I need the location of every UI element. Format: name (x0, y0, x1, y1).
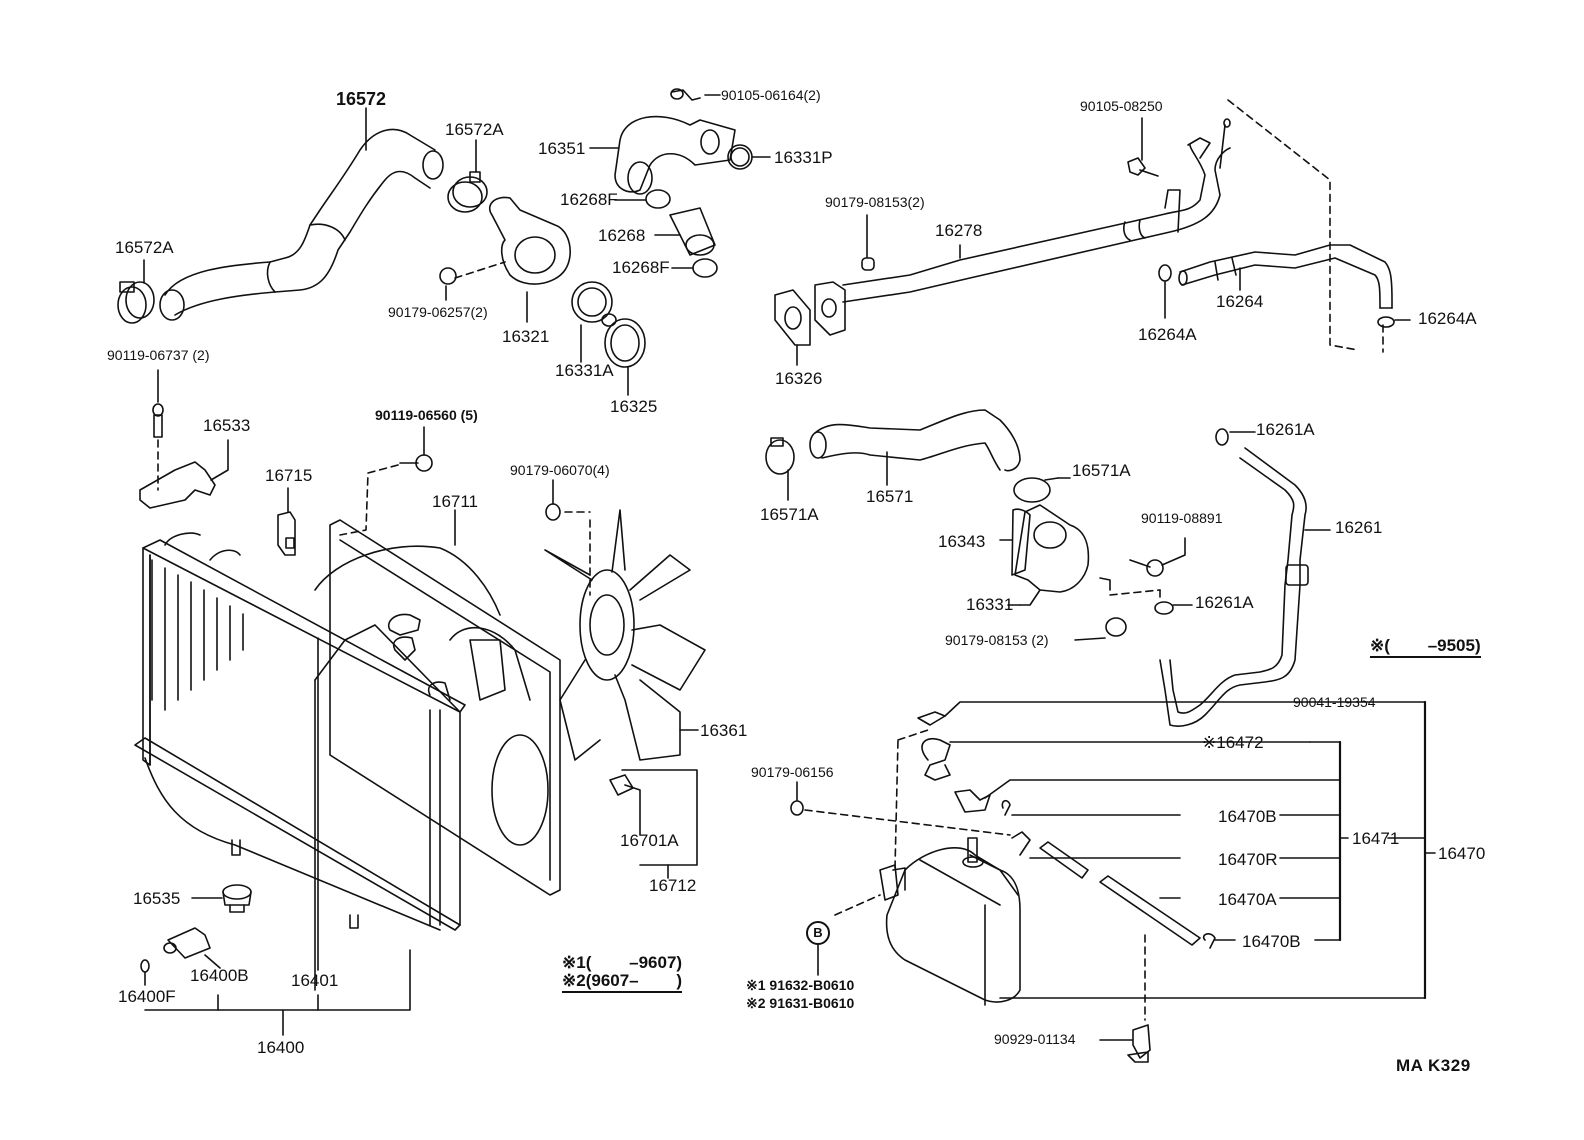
drain-plug-16535 (191, 884, 252, 913)
part-label-16268[interactable]: 16268 (598, 226, 646, 245)
part-label-90119-08891[interactable]: 90119-08891 (1141, 510, 1223, 526)
water-hose-16264 (1158, 244, 1411, 328)
part-label-16470R[interactable]: 16470R (1218, 850, 1278, 869)
part-label-16572[interactable]: 16572 (336, 89, 387, 109)
part-label-16261A-top[interactable]: 16261A (1256, 420, 1315, 439)
part-label-16711[interactable]: 16711 (432, 492, 479, 511)
applicability-note-9505: ※( –9505) (1370, 637, 1481, 658)
part-label-16331A[interactable]: 16331A (555, 361, 614, 380)
hose-clamp-16571A-right (1013, 477, 1071, 503)
part-label-90179-06156[interactable]: 90179-06156 (751, 764, 834, 780)
part-label-16351[interactable]: 16351 (538, 139, 586, 158)
radiator-16401 (134, 532, 466, 991)
part-label-90179-06070[interactable]: 90179-06070(4) (510, 462, 610, 478)
gasket-16325 (604, 318, 646, 396)
radiator-support-16533 (139, 369, 229, 509)
part-label-16325[interactable]: 16325 (610, 397, 658, 416)
part-label-90119-06737[interactable]: 90119-06737 (2) (107, 347, 210, 363)
part-label-90929-01134[interactable]: 90929-01134 (994, 1031, 1076, 1047)
radiator-core-fins (151, 559, 244, 711)
water-outlet-16343-16331 (999, 504, 1161, 641)
part-label-16268F-top[interactable]: 16268F (560, 190, 618, 209)
part-label-90179-06257[interactable]: 90179-06257(2) (388, 304, 488, 320)
part-label-16321[interactable]: 16321 (502, 327, 550, 346)
water-bypass-pipe-16278 (774, 117, 1231, 366)
part-label-16326[interactable]: 16326 (775, 369, 823, 388)
part-label-16571A-left[interactable]: 16571A (760, 505, 819, 524)
part-label-16331P[interactable]: 16331P (774, 148, 833, 167)
part-label-16471[interactable]: 16471 (1352, 829, 1400, 848)
part-label-16401[interactable]: 16401 (291, 971, 339, 990)
part-label-16472[interactable]: ※16472 (1202, 733, 1264, 752)
hose-clamp-16571A-left (765, 437, 795, 501)
part-label-91632-B0610[interactable]: ※1 91632-B0610 (746, 977, 855, 993)
part-label-16278[interactable]: 16278 (935, 221, 983, 240)
part-label-16470B-top[interactable]: 16470B (1218, 807, 1277, 826)
part-label-90105-06164[interactable]: 90105-06164(2) (721, 87, 821, 103)
hose-clamp-16572A-top (447, 139, 488, 213)
part-label-16572A-top[interactable]: 16572A (445, 120, 504, 139)
thermostat-16331A (571, 281, 617, 363)
part-label-16571[interactable]: 16571 (866, 487, 914, 506)
diagram-code: MA K329 (1396, 1056, 1471, 1075)
part-label-91631-B0610[interactable]: ※2 91631-B0610 (746, 995, 855, 1011)
part-label-16571A-right[interactable]: 16571A (1072, 461, 1131, 480)
radiator-hose-16571 (809, 409, 1021, 486)
upper-radiator-hose-16572 (159, 107, 444, 321)
part-label-16470A[interactable]: 16470A (1218, 890, 1277, 909)
water-outlet-16321 (439, 196, 571, 323)
part-label-16712[interactable]: 16712 (649, 876, 697, 895)
fan-16361 (544, 479, 706, 879)
part-label-16470[interactable]: 16470 (1438, 844, 1486, 863)
applicability-note-1: ※1( –9607) (562, 953, 683, 972)
part-label-90119-06560[interactable]: 90119-06560 (5) (375, 407, 478, 423)
part-label-90105-08250[interactable]: 90105-08250 (1080, 98, 1163, 114)
part-label-16264A-right[interactable]: 16264A (1418, 309, 1477, 328)
part-label-16715[interactable]: 16715 (265, 466, 313, 485)
part-label-16400[interactable]: 16400 (257, 1038, 305, 1057)
bracket-16400 (144, 637, 411, 1036)
part-label-90179-08153-mid[interactable]: 90179-08153 (2) (945, 632, 1049, 648)
part-label-16701A[interactable]: 16701A (620, 831, 679, 850)
gasket-16268F-top (614, 189, 671, 209)
reserve-tank-16471 (790, 700, 1436, 1021)
dashed-leader-16264 (1227, 99, 1384, 353)
part-label-16264A-left[interactable]: 16264A (1138, 325, 1197, 344)
part-label-16264[interactable]: 16264 (1216, 292, 1264, 311)
part-label-16400B[interactable]: 16400B (190, 966, 249, 985)
part-label-16470B-bottom[interactable]: 16470B (1242, 932, 1301, 951)
hose-clamp-16572A-left (117, 259, 155, 324)
part-label-90041-19354[interactable]: 90041-19354 (1293, 694, 1376, 710)
gasket-16268F-bottom (671, 258, 718, 278)
part-label-16331[interactable]: 16331 (966, 595, 1014, 614)
part-label-16343[interactable]: 16343 (938, 532, 986, 551)
oring-16400F (140, 959, 150, 986)
part-label-16533[interactable]: 16533 (203, 416, 251, 435)
part-label-16261A-bottom[interactable]: 16261A (1195, 593, 1254, 612)
water-hose-16261 (1154, 428, 1331, 727)
bolt-90119-06560 (339, 426, 433, 536)
part-label-16261[interactable]: 16261 (1335, 518, 1383, 537)
bypass-pipe-16268 (654, 207, 716, 256)
part-label-16572A-left[interactable]: 16572A (115, 238, 174, 257)
water-inlet-16351 (589, 88, 771, 195)
bolt-90119-08891 (1129, 537, 1186, 577)
part-label-16400F[interactable]: 16400F (118, 987, 176, 1006)
reference-marker-b: B (806, 921, 830, 945)
applicability-note-2: ※2(9607– ) (562, 972, 683, 993)
part-label-90179-08153-top[interactable]: 90179-08153(2) (825, 194, 925, 210)
fan-shroud-16711 (314, 509, 561, 896)
drain-cock-16400B (163, 927, 221, 969)
part-label-16361[interactable]: 16361 (700, 721, 748, 740)
part-label-16268F-bottom[interactable]: 16268F (612, 258, 670, 277)
clamp-90929-01134 (1099, 1024, 1151, 1063)
part-label-16535[interactable]: 16535 (133, 889, 181, 908)
bracket-16715 (277, 487, 296, 556)
